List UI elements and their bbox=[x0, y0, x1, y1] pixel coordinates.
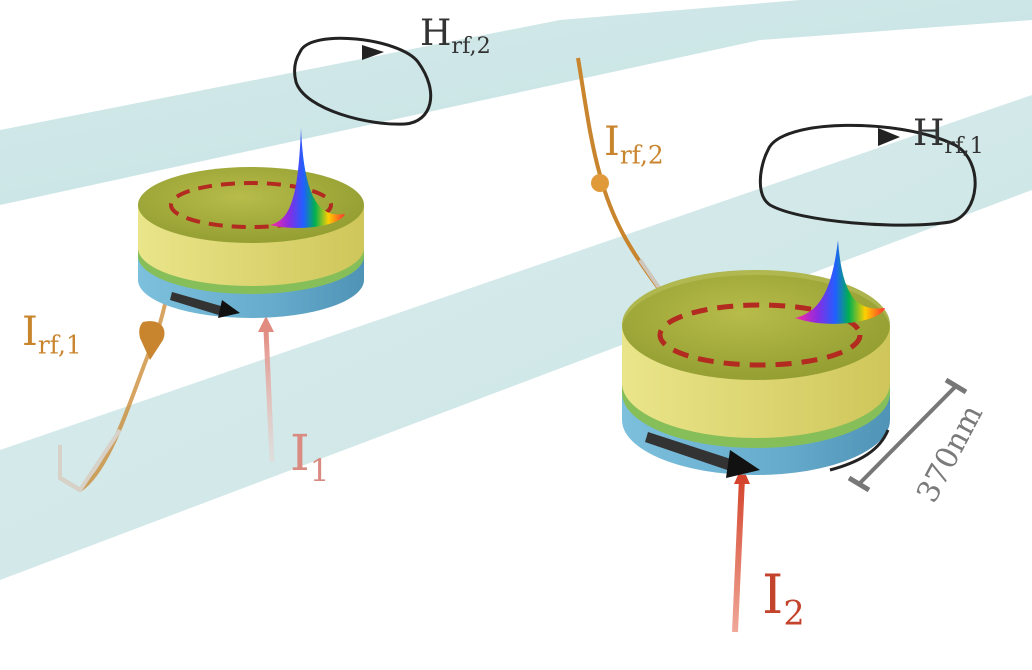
field-loop-h-rf-1 bbox=[758, 123, 977, 227]
label-h-rf-1: Hrf,1 bbox=[913, 113, 984, 159]
current-i-1 bbox=[258, 316, 275, 463]
label-h-rf-2: Hrf,2 bbox=[420, 13, 491, 59]
scale-bar bbox=[847, 377, 968, 493]
label-i-1: I1 bbox=[290, 424, 330, 489]
label-i-rf-2: Irf,2 bbox=[604, 119, 664, 170]
disk-left bbox=[138, 128, 364, 318]
waveguide-middle bbox=[0, 95, 1032, 580]
label-i-rf-1: Irf,1 bbox=[22, 309, 82, 360]
current-i-2 bbox=[732, 466, 750, 633]
wire-i-rf-2 bbox=[576, 57, 664, 294]
disk-right bbox=[622, 240, 890, 478]
label-i-2: I2 bbox=[762, 563, 805, 633]
field-loop-h-rf-2 bbox=[293, 36, 433, 126]
waveguide-top bbox=[0, 0, 1032, 205]
